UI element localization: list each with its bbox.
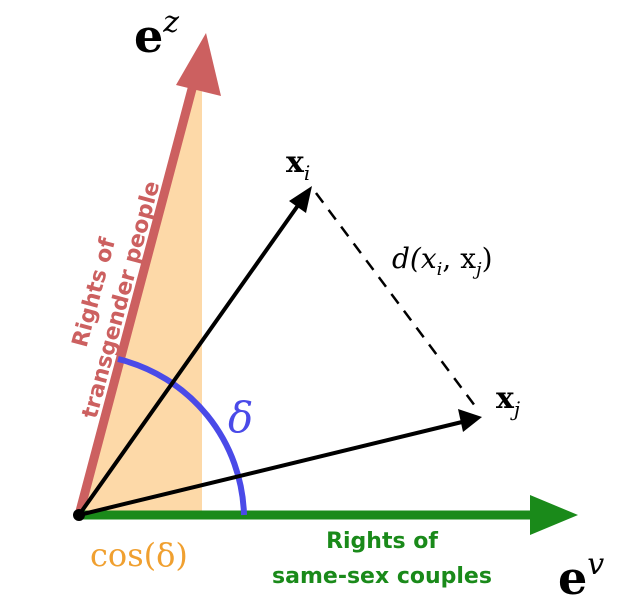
vector-xi-arrowhead (289, 186, 312, 213)
distance-label-start: d(x (392, 242, 437, 275)
angle-label: δ (228, 393, 253, 442)
projection-label: cos(δ) (90, 536, 188, 574)
distance-sub-i: i (437, 259, 443, 280)
distance-sub-j: j (472, 259, 482, 280)
origin-dot (73, 509, 85, 521)
distance-dashed-line (314, 192, 480, 411)
axis-z-symbol: e (134, 9, 163, 63)
distance-label: d(xi, xj) (392, 242, 493, 280)
axis-z-line (74, 68, 202, 517)
vector-xi-symbol: x (286, 145, 305, 180)
vector-xj-line (78, 420, 463, 517)
axis-v-caption-line2: same-sex couples (272, 564, 492, 589)
vector-xj-arrowhead (458, 409, 482, 432)
axis-z-superscript: z (162, 5, 179, 40)
vector-xi-subscript: i (304, 161, 310, 185)
distance-label-end: ) (482, 242, 493, 275)
vector-xj-symbol: x (496, 381, 515, 416)
axis-v-caption-line1: Rights of (326, 529, 438, 554)
axis-v-label: ev (558, 547, 604, 605)
vector-xj-subscript: j (510, 397, 520, 421)
vector-xi-label: xi (286, 145, 310, 185)
axis-v-symbol: e (558, 551, 587, 605)
vector-xi-line (77, 202, 301, 517)
axis-z-arrowhead (176, 33, 221, 96)
axis-v-arrowhead (530, 495, 578, 535)
vector-xj-label: xj (496, 381, 520, 421)
axis-z-label: ez (134, 5, 179, 63)
axis-v-superscript: v (587, 547, 604, 582)
angle-arc (117, 356, 247, 516)
distance-label-mid: , x (442, 242, 476, 275)
